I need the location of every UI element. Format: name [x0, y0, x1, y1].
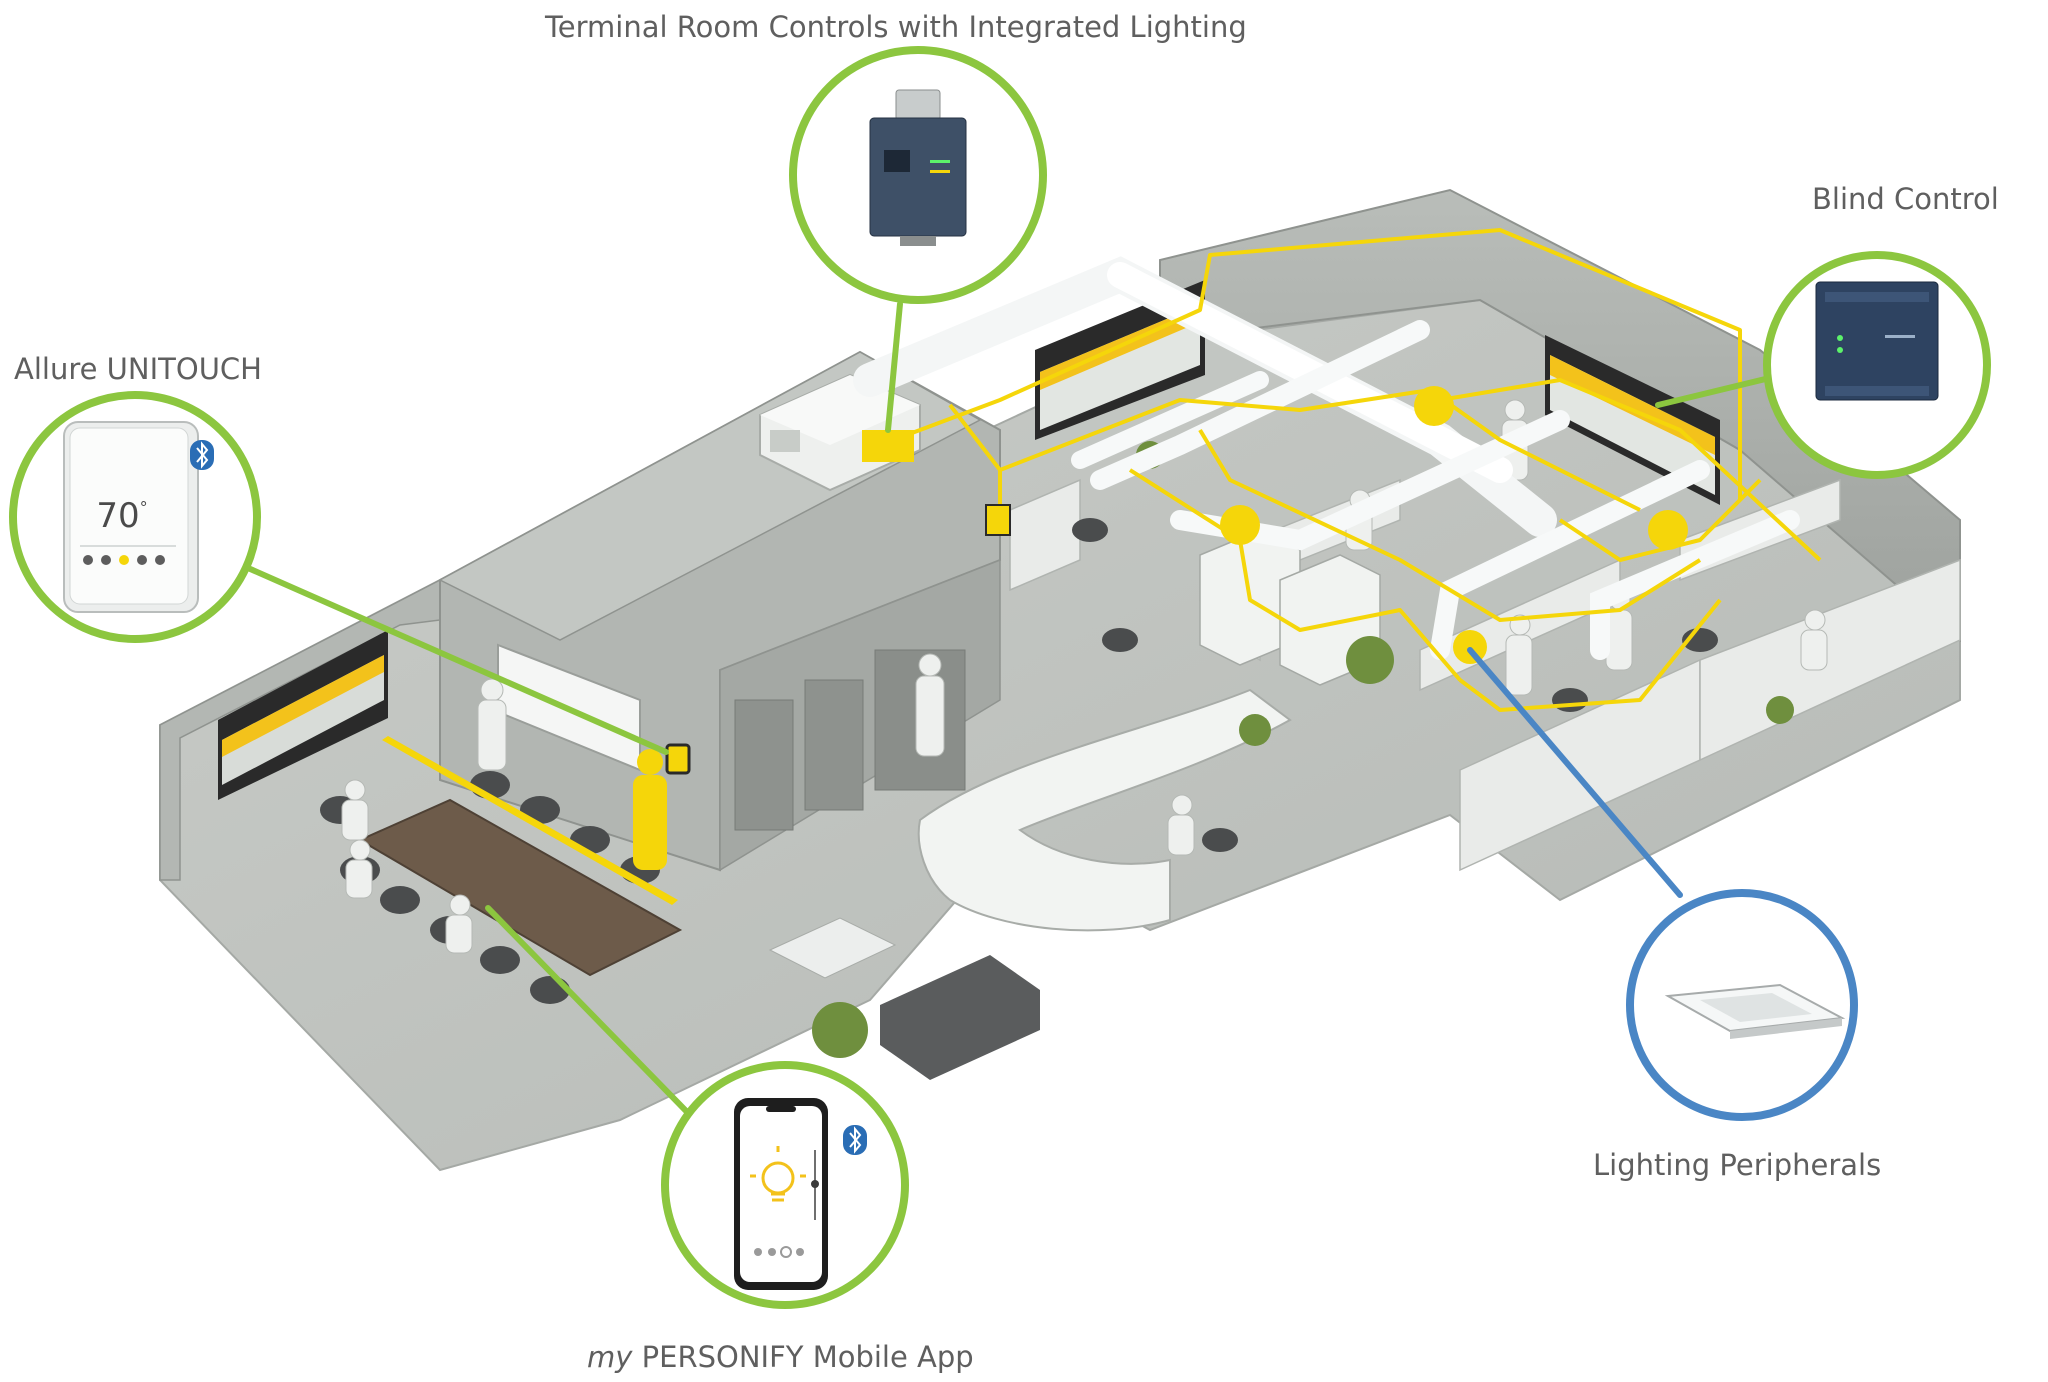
- thermostat-reading: 70°: [96, 496, 147, 536]
- terminal-controller-image: [869, 89, 967, 246]
- app-label-prefix: my: [587, 1340, 633, 1374]
- control-wiring: [879, 228, 1822, 712]
- light-bar: [382, 736, 678, 905]
- chairs: [320, 518, 1718, 1004]
- window-right: [1545, 335, 1720, 505]
- sofa: [880, 955, 1040, 1080]
- highlighted-occupant: [633, 749, 667, 870]
- lightbulb-icon: [750, 1146, 806, 1202]
- thermostat-image: 70°: [63, 421, 199, 613]
- blind-controller-image: [1815, 281, 1939, 401]
- allure-connector: [245, 565, 669, 755]
- bluetooth-icon: [190, 440, 214, 470]
- blind-connector: [1655, 372, 1785, 408]
- lighting-connector: [1467, 647, 1683, 898]
- troffer-image: [1664, 983, 1846, 1039]
- reception-desk: [917, 688, 1292, 932]
- bluetooth-icon: [843, 1125, 867, 1155]
- window-left: [218, 630, 388, 800]
- app-label-rest: PERSONIFY Mobile App: [632, 1340, 974, 1374]
- allure-callout: 70°: [9, 391, 261, 643]
- coffee-table: [768, 917, 897, 979]
- lighting-callout: [1626, 889, 1858, 1121]
- phone-image: [734, 1098, 828, 1290]
- app-callout: [661, 1061, 909, 1309]
- app-label: my PERSONIFY Mobile App: [587, 1340, 974, 1374]
- terminal-connector: [885, 301, 903, 433]
- terminal-label: Terminal Room Controls with Integrated L…: [545, 10, 1247, 44]
- app-connector: [485, 905, 693, 1118]
- blind-label: Blind Control: [1812, 182, 1999, 216]
- terminal-callout: [789, 46, 1047, 304]
- lighting-label: Lighting Peripherals: [1593, 1148, 1882, 1182]
- elevator-door: [734, 699, 794, 831]
- terminal-controller: [862, 430, 914, 462]
- floor-plan: [159, 188, 1961, 1172]
- blind-callout: [1763, 251, 1991, 479]
- allure-label: Allure UNITOUCH: [14, 352, 262, 386]
- elevator-door: [804, 679, 864, 811]
- lighting-sensors: [1220, 386, 1688, 664]
- zone-controller: [985, 504, 1011, 536]
- wall-thermostat: [665, 743, 691, 775]
- connector-lines: [245, 301, 1785, 1118]
